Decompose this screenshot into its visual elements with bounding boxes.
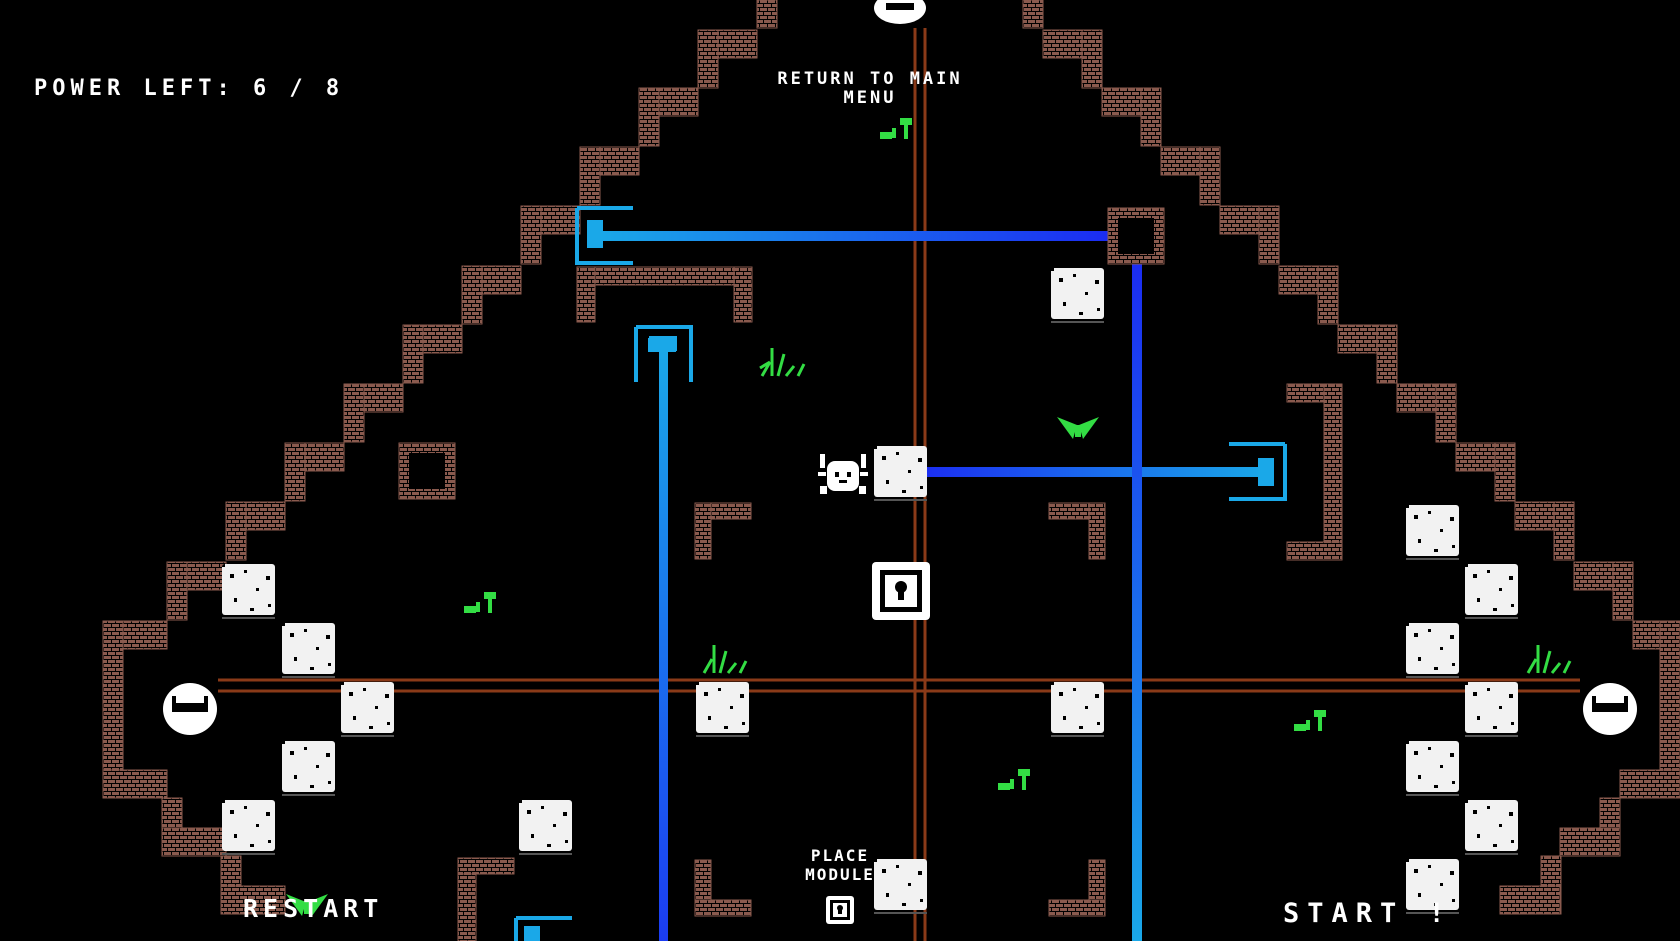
grass-icon bbox=[702, 348, 1572, 674]
laser-beam bbox=[600, 231, 1266, 941]
power-left-label: POWER LEFT: 6 / 8 bbox=[34, 76, 345, 101]
place-module-icon[interactable] bbox=[826, 896, 854, 924]
place-label-line2: MODULE bbox=[805, 865, 875, 884]
brick-wall-icon bbox=[102, 0, 1680, 941]
menu-label-line2: MENU bbox=[843, 88, 897, 108]
butterfly-icon bbox=[286, 417, 1099, 916]
start-button[interactable]: START ! bbox=[1283, 898, 1453, 929]
sprout-icon bbox=[464, 118, 1326, 790]
laser-emitter-icon[interactable] bbox=[514, 206, 1287, 941]
round-receiver-icon bbox=[163, 0, 1637, 735]
keyhole-switch-icon[interactable] bbox=[872, 562, 930, 620]
restart-button[interactable]: RESTART bbox=[243, 894, 384, 923]
place-label-line1: PLACE bbox=[810, 846, 870, 865]
return-to-main-menu-button[interactable]: RETURN TO MAIN MENU bbox=[760, 70, 980, 108]
player-bug-icon[interactable] bbox=[818, 454, 868, 494]
receiver-socket bbox=[398, 207, 1165, 500]
menu-label-line1: RETURN TO MAIN bbox=[777, 69, 963, 89]
place-module-label: PLACE MODULE bbox=[790, 846, 890, 884]
